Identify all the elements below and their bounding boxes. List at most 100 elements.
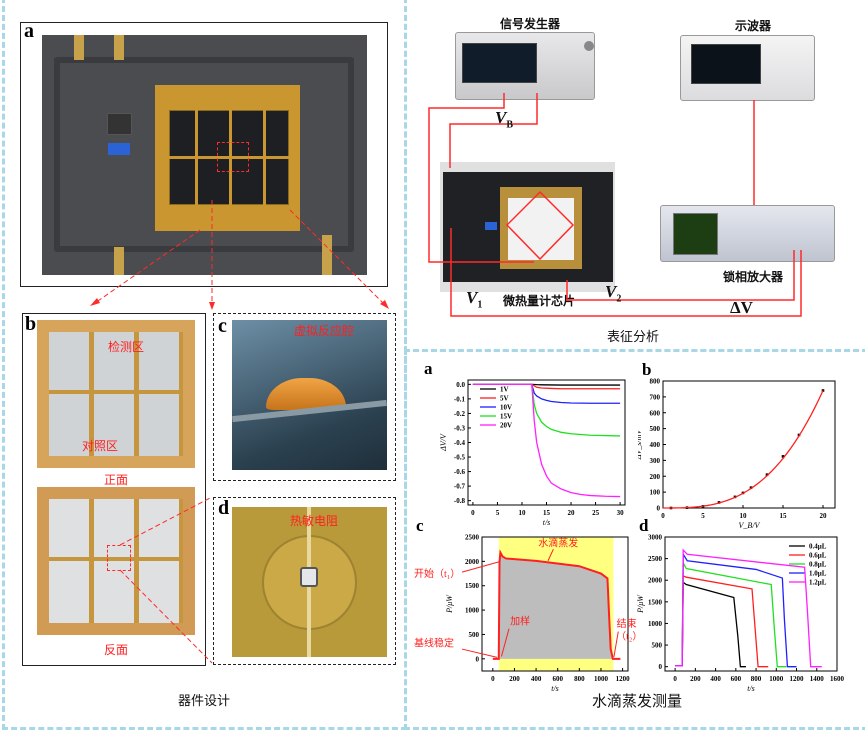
y-tick-label: 1500 [465, 582, 480, 590]
y-tick-label: 0 [659, 663, 663, 671]
annotation-arrow [613, 631, 619, 657]
series-line-20V [472, 383, 621, 498]
data-point [765, 473, 769, 476]
legend-entry: 15V [500, 413, 512, 421]
oscilloscope-label: 示波器 [735, 19, 772, 33]
y-tick-label: -0.2 [454, 410, 466, 418]
data-point [781, 455, 785, 458]
microcalorimeter-chip-image [440, 162, 615, 292]
x-axis-label: t/s [543, 518, 551, 527]
series-line-1V [472, 383, 621, 386]
v1-text: V [466, 288, 478, 307]
y-tick-label: 0 [657, 505, 661, 513]
characterization-title: 表征分析 [607, 330, 660, 345]
legend-entry: 10V [500, 404, 512, 412]
legend-entry: 5V [500, 395, 509, 403]
y-tick-label: 2500 [648, 555, 663, 563]
y-axis-label: P/μW [445, 594, 454, 614]
series-line-5V [472, 383, 621, 390]
lockin-amplifier-label: 锁相放大器 [723, 270, 784, 284]
legend-entry: 1.2μL [809, 579, 827, 587]
panel-d-frame [213, 497, 396, 665]
annotation: （t₂） [616, 630, 637, 642]
y-tick-label: 0 [476, 655, 480, 663]
x-tick-label: 200 [690, 675, 701, 683]
annotation: 水滴蒸发 [538, 537, 578, 550]
y-axis-label: P/μW [636, 594, 645, 614]
panel-b-label: b [25, 313, 37, 335]
back-label: 反面 [104, 643, 129, 657]
y-tick-label: 2500 [465, 534, 480, 542]
y-tick-label: -0.1 [454, 395, 466, 403]
thermistor-photo [232, 507, 387, 657]
chart-panel-label: c [416, 516, 424, 535]
droplet-photo [232, 320, 387, 470]
thermistor-label: 热敏电阻 [290, 514, 339, 528]
x-tick-label: 600 [552, 675, 563, 683]
x-tick-label: 1000 [769, 675, 784, 683]
y-tick-label: 2000 [465, 558, 480, 566]
y-tick-label: 500 [652, 642, 663, 650]
series-line-1.0L [675, 552, 797, 668]
x-tick-label: 600 [731, 675, 742, 683]
x-axis-label: t/s [747, 684, 755, 693]
x-tick-label: 15 [780, 512, 788, 520]
callout-lines [90, 200, 389, 664]
annotation-arrow [461, 648, 498, 658]
v1-subscript: 1 [477, 299, 483, 311]
y-tick-label: 2000 [648, 577, 663, 585]
y-tick-label: 500 [469, 631, 480, 639]
x-tick-label: 1200 [790, 675, 805, 683]
y-tick-label: 600 [650, 409, 661, 417]
series-line-1.2L [675, 548, 822, 668]
panel-c-label: c [218, 315, 227, 337]
chart-panel-label: d [639, 516, 649, 535]
y-tick-label: -0.4 [454, 439, 466, 447]
y-tick-label: 3000 [648, 534, 663, 542]
legend-entry: 1.0μL [809, 570, 827, 578]
x-tick-label: 0 [471, 509, 475, 517]
signal-generator-label: 信号发生器 [500, 17, 561, 31]
x-tick-label: 1600 [830, 675, 845, 683]
virtual-chamber-label: 虚拟反应腔 [294, 324, 355, 338]
y-tick-label: 100 [650, 489, 661, 497]
area-fill [492, 552, 621, 659]
y-tick-label: -0.6 [454, 468, 466, 476]
chip-board-photo [42, 35, 367, 275]
y-tick-label: 200 [650, 473, 661, 481]
x-tick-label: 30 [617, 509, 625, 517]
x-tick-label: 5 [496, 509, 500, 517]
annotation: 加样 [510, 615, 530, 628]
y-tick-label: 400 [650, 441, 661, 449]
annotation: 基线稳定 [414, 637, 454, 650]
y-tick-label: 500 [650, 425, 661, 433]
detect-zone-label: 检测区 [108, 340, 145, 354]
signal-generator-image [455, 32, 595, 100]
y-tick-label: -0.8 [454, 497, 466, 505]
vb-text: V [495, 108, 507, 127]
legend-entry: 0.6μL [809, 552, 827, 560]
x-axis-label: V_B/V [739, 521, 761, 530]
y-tick-label: -0.7 [454, 483, 466, 491]
y-tick-label: -0.5 [454, 454, 466, 462]
x-tick-label: 5 [701, 512, 705, 520]
annotation-arrow [547, 548, 554, 562]
x-tick-label: 0 [661, 512, 665, 520]
annotation-arrow [500, 628, 510, 657]
lockin-amplifier-image [660, 205, 835, 262]
y-tick-label: 700 [650, 393, 661, 401]
plot-frame [664, 536, 838, 672]
y-axis-label: ΔV/V [439, 433, 448, 452]
chart-panel-label: a [424, 359, 433, 378]
panel-b-frame [22, 313, 206, 666]
x-tick-label: 1200 [616, 675, 631, 683]
plot-frame [662, 380, 836, 509]
device-design-title: 器件设计 [178, 694, 231, 709]
vb-subscript: B [506, 119, 514, 131]
front-label: 正面 [104, 473, 129, 487]
x-tick-label: 200 [509, 675, 520, 683]
x-axis-label: t/s [551, 684, 559, 693]
annotation: 结束 [617, 617, 637, 630]
plot-frame [467, 379, 626, 506]
